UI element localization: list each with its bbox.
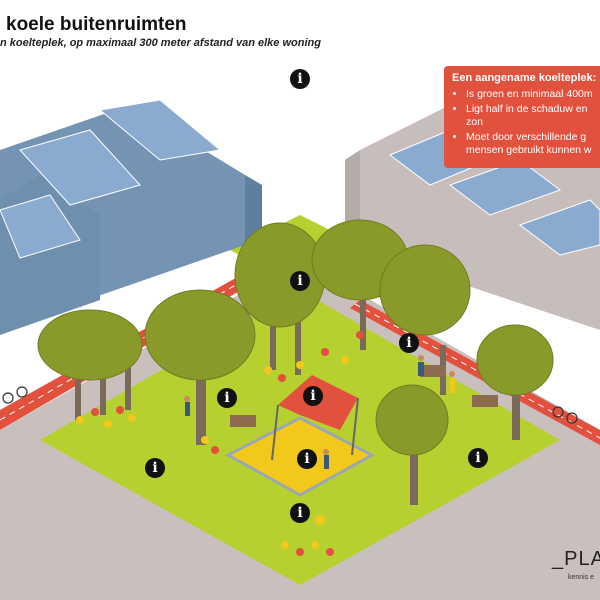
cyclist — [2, 386, 28, 404]
flower-beds — [76, 331, 364, 556]
page-title: koele buitenruimten — [6, 14, 187, 35]
info-icon[interactable]: i — [290, 503, 310, 523]
info-icon[interactable]: i — [297, 449, 317, 469]
info-icon[interactable]: i — [468, 448, 488, 468]
info-box-item: Is groen en minimaal 400m — [466, 88, 600, 101]
info-icon[interactable]: i — [303, 386, 323, 406]
info-box-item: mensen gebruikt kunnen w — [466, 144, 592, 156]
info-box-list: Is groen en minimaal 400m Ligt half in d… — [452, 88, 600, 157]
bench — [230, 415, 256, 427]
people — [184, 355, 455, 469]
page-subtitle: n koelteplek, op maximaal 300 meter afst… — [0, 37, 321, 49]
bench — [420, 365, 446, 377]
info-box: Een aangename koelteplek: Is groen en mi… — [444, 66, 600, 168]
info-box-item: Ligt half in de schaduw en — [466, 103, 600, 116]
logo: _PLA kennis e — [552, 548, 600, 588]
tree-canopies — [37, 219, 554, 456]
building-left — [0, 99, 262, 335]
logo-mark: _PLA — [552, 548, 600, 570]
info-icon[interactable]: i — [145, 458, 165, 478]
info-icon[interactable]: i — [290, 69, 310, 89]
bench — [472, 395, 498, 407]
info-icon[interactable]: i — [217, 388, 237, 408]
info-box-item: Moet door verschillende g — [466, 131, 600, 144]
info-box-heading: Een aangename koelteplek: — [452, 72, 597, 84]
info-icon[interactable]: i — [399, 333, 419, 353]
info-icon[interactable]: i — [290, 271, 310, 291]
cyclist — [552, 406, 578, 424]
info-box-item: zon — [466, 116, 483, 128]
logo-tagline: kennis e — [568, 574, 595, 581]
